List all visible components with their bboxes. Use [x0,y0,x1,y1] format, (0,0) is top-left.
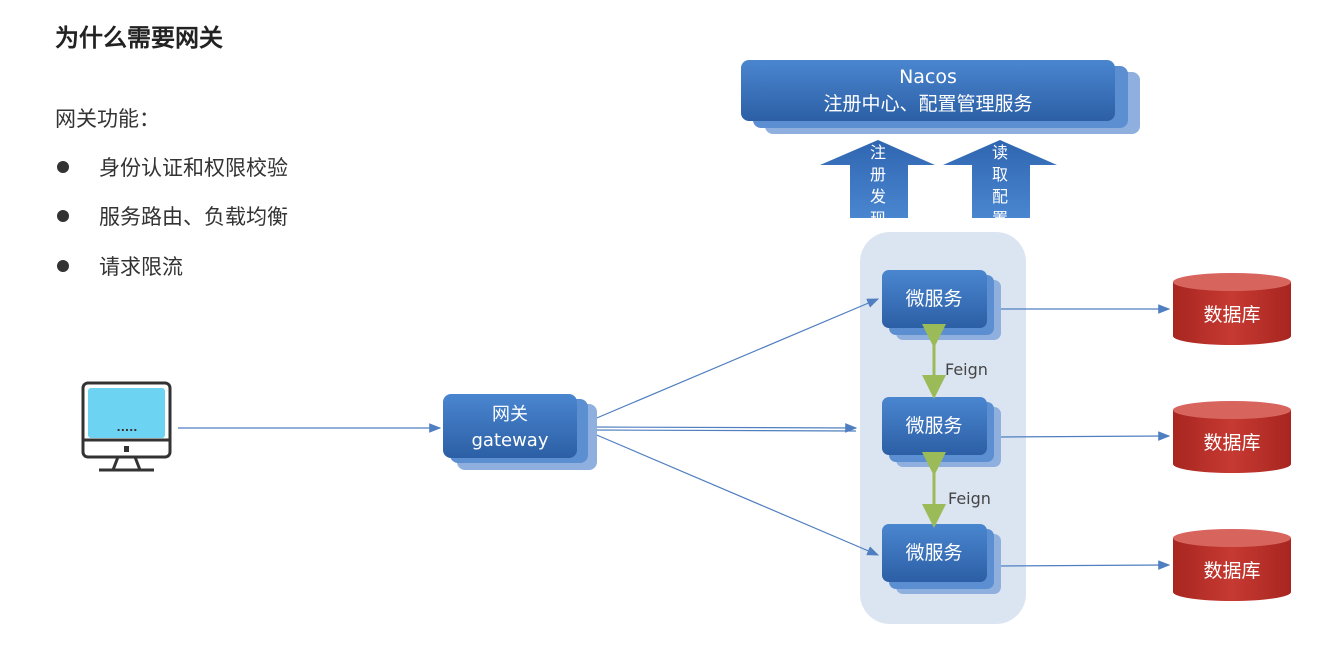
client-monitor-icon: ..... [81,381,172,472]
microservice-label: 微服务 [905,415,962,437]
page-title: 为什么需要网关 [55,24,223,52]
database-label: 数据库 [1203,304,1260,326]
nacos-subtitle: 注册中心、配置管理服务 [823,93,1032,115]
bullet-icon [57,161,69,173]
feature-item: 身份认证和权限校验 [55,152,288,182]
svg-text:Feign: Feign [945,360,988,379]
feign-link: Feign [922,452,991,528]
register-discovery-arrow: 注 册 发 现 [820,140,935,228]
svg-text:Feign: Feign [948,489,991,508]
svg-text:.....: ..... [117,421,138,434]
microservice-label: 微服务 [905,288,962,310]
bullet-icon [57,210,69,222]
microservice-box: 微服务 [882,524,1001,594]
svg-text:注: 注 [870,143,886,162]
svg-text:置: 置 [992,209,1008,228]
read-config-arrow: 读 取 配 置 [943,140,1057,228]
svg-text:发: 发 [870,187,886,206]
features-heading: 网关功能： [55,107,160,131]
bullet-icon [57,260,69,272]
svg-text:现: 现 [870,209,886,228]
svg-text:读: 读 [992,143,1008,162]
database-label: 数据库 [1203,432,1260,454]
gateway-box: 网关 gateway [443,394,597,470]
database-cylinder: 数据库 [1173,529,1291,601]
svg-text:取: 取 [992,165,1008,184]
svg-text:册: 册 [870,165,886,184]
database-label: 数据库 [1203,560,1260,582]
microservice-box: 微服务 [882,270,1001,340]
microservice-box: 微服务 [882,397,1001,467]
svg-text:配: 配 [992,187,1008,206]
nacos-box: Nacos 注册中心、配置管理服务 [741,60,1140,134]
svg-text:网关: 网关 [492,404,528,425]
feign-link: Feign [922,324,988,399]
nacos-title: Nacos [899,66,957,88]
feature-label: 服务路由、负载均衡 [99,205,288,229]
database-cylinder: 数据库 [1173,401,1291,473]
connectors [178,298,1171,570]
feature-item: 服务路由、负载均衡 [55,201,288,231]
database-cylinder: 数据库 [1173,273,1291,345]
svg-text:gateway: gateway [472,430,549,451]
feature-label: 请求限流 [99,255,183,279]
feature-item: 请求限流 [55,251,183,281]
feature-label: 身份认证和权限校验 [99,156,288,180]
microservice-label: 微服务 [905,542,962,564]
